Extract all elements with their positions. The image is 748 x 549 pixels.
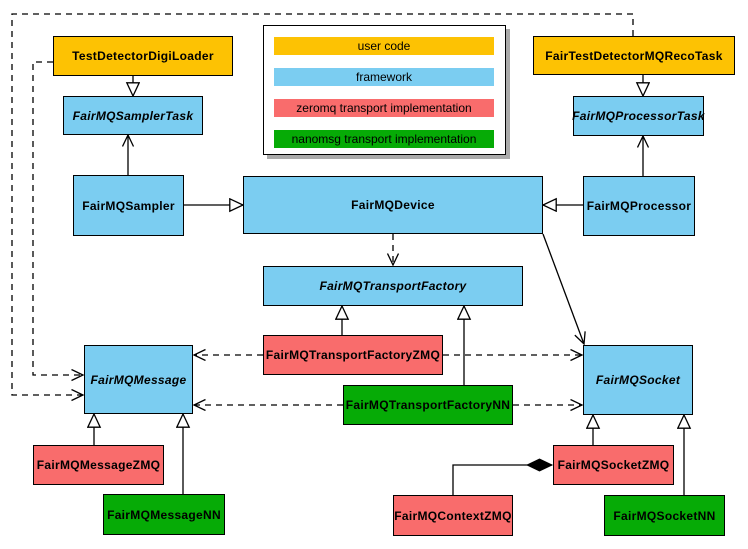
class-box-fairmqtransportfactorynn: FairMQTransportFactoryNN [343,385,513,425]
class-box-fairmqtransportfactoryzmq: FairMQTransportFactoryZMQ [263,335,443,375]
class-box-fairmqprocessortask: FairMQProcessorTask [572,96,705,136]
class-box-fairmqcontextzmq: FairMQContextZMQ [393,495,513,536]
class-box-fairmqdevice: FairMQDevice [243,176,543,234]
class-box-fairmqmessagenn: FairMQMessageNN [103,494,225,535]
class-box-fairmqsamplertask: FairMQSamplerTask [63,96,203,135]
class-box-fairmqsampler: FairMQSampler [73,175,184,236]
class-box-fairmqprocessor: FairMQProcessor [583,176,695,236]
legend: user code framework zeromq transport imple… [263,25,506,155]
class-box-fairmqsocketzmq: FairMQSocketZMQ [553,445,674,485]
edge-assoc-device-socket [542,233,584,344]
class-box-fairmqmessage: FairMQMessage [84,345,193,414]
class-box-fairmqtransportfactory: FairMQTransportFactory [263,266,523,306]
edge-dep-recotask-message [11,13,634,395]
class-box-testdetectordigiloader: TestDetectorDigiLoader [53,36,233,76]
legend-item-zeromq: zeromq transport implementation [274,99,494,117]
class-box-fairtestdetectormqrecotask: FairTestDetectorMQRecoTask [533,36,735,75]
class-box-fairmqsocketnn: FairMQSocketNN [604,495,725,536]
legend-item-framework: framework [274,68,494,86]
class-box-fairmqsocket: FairMQSocket [583,345,693,415]
edge-comp-contextzmq-socketzmq [452,465,552,495]
edge-dep-digiloader-message [32,61,83,375]
legend-item-user_code: user code [274,37,494,55]
legend-item-nanomsg: nanomsg transport implementation [274,130,494,148]
class-box-fairmqmessagezmq: FairMQMessageZMQ [33,445,164,485]
